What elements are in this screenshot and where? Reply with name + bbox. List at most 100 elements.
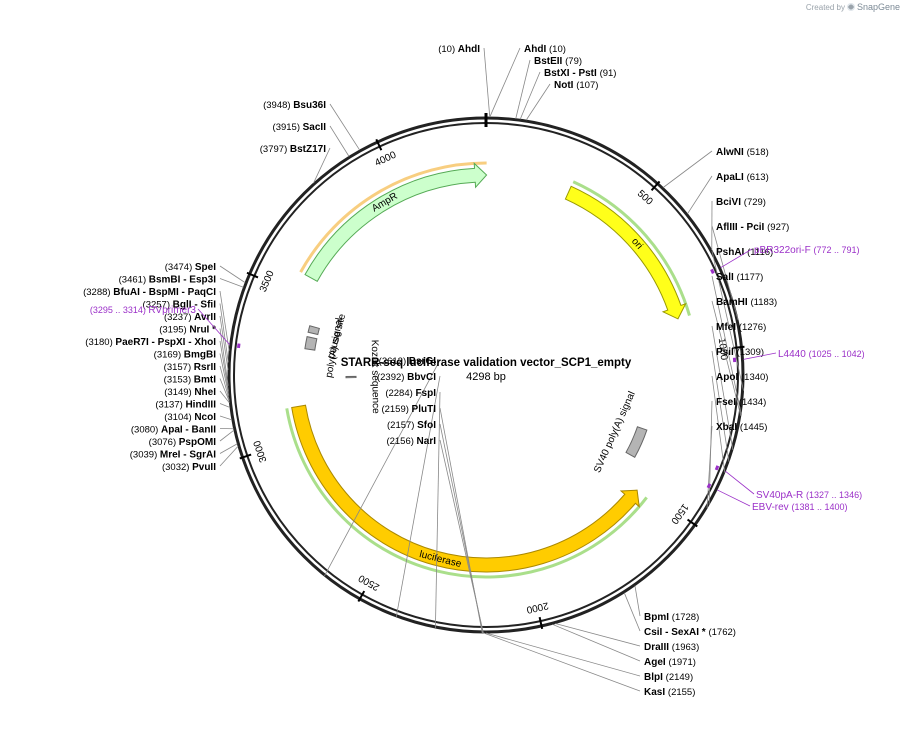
primer-label-l4440: L4440 (1025 .. 1042) bbox=[778, 349, 865, 360]
site-apai[interactable]: (3080) ApaI - BanII bbox=[131, 425, 234, 436]
plasmid-length: 4298 bp bbox=[466, 371, 506, 383]
site-ncoi[interactable]: (3104) NcoI bbox=[164, 412, 233, 423]
tick-label-2000: 2000 bbox=[525, 599, 550, 615]
feature-sv40-poly-a-signal[interactable]: SV40 poly(A) signal bbox=[592, 390, 648, 475]
site-apali[interactable]: ApaLI (613) bbox=[687, 172, 769, 215]
site-bsrgi[interactable]: (2612) BsrGI bbox=[324, 356, 441, 577]
site-pvuii[interactable]: (3032) PvuII bbox=[162, 446, 239, 473]
site-agei[interactable]: AgeI (1971) bbox=[552, 623, 696, 668]
site-sali[interactable]: SalI (1177) bbox=[711, 272, 763, 414]
site-bsu36i[interactable]: (3948) Bsu36I bbox=[263, 100, 361, 151]
site-bmti[interactable]: (3153) BmtI bbox=[164, 375, 230, 402]
site-label-agei: AgeI (1971) bbox=[644, 657, 696, 668]
tick-mark-2500 bbox=[357, 590, 366, 603]
site-label-apali: ApaLI (613) bbox=[716, 172, 769, 183]
site-label-nari: (2156) NarI bbox=[386, 436, 436, 447]
site-pspomi[interactable]: (3076) PspOMI bbox=[149, 429, 235, 448]
tick-label-4000: 4000 bbox=[373, 149, 398, 169]
site-noti[interactable]: NotI (107) bbox=[525, 80, 598, 121]
site-xbai[interactable]: XbaI (1445) bbox=[706, 422, 767, 509]
site-label-mfei: MfeI (1276) bbox=[716, 322, 766, 333]
tick-mark-500 bbox=[650, 180, 661, 192]
site-label-bsteii: BstEII (79) bbox=[534, 56, 582, 67]
site-label-sali: SalI (1177) bbox=[716, 272, 763, 283]
site-hindiii[interactable]: (3137) HindIII bbox=[155, 400, 231, 411]
site-rsrii[interactable]: (3157) RsrII bbox=[164, 362, 230, 401]
site-ahdi[interactable]: (10) AhdI bbox=[438, 44, 491, 118]
site-blpi[interactable]: BlpI (2149) bbox=[485, 632, 693, 683]
site-pshai[interactable]: PshAI (1116) bbox=[711, 247, 773, 391]
site-alwni[interactable]: AlwNI (518) bbox=[662, 147, 769, 188]
feature-ori[interactable]: ori bbox=[564, 180, 691, 320]
site-label-sfoi: (2157) SfoI bbox=[387, 420, 436, 431]
site-label-bgli: (3257) BglI - SfiI bbox=[143, 300, 217, 311]
tick-mark-3500 bbox=[246, 271, 259, 279]
primer-ebv-rev[interactable]: EBV-rev (1381 .. 1400) bbox=[706, 483, 848, 513]
site-afliii[interactable]: AflIII - PciI (927) bbox=[711, 222, 789, 320]
site-fspi[interactable]: (2284) FspI bbox=[385, 388, 441, 628]
site-nhei[interactable]: (3149) NheI bbox=[164, 387, 230, 404]
primer-sv40pa-r[interactable]: SV40pA-R (1327 .. 1346) bbox=[714, 465, 862, 501]
site-label-ncoi: (3104) NcoI bbox=[164, 412, 216, 423]
site-label-pvuii: (3032) PvuII bbox=[162, 462, 216, 473]
site-psii[interactable]: PsiI (1309) bbox=[711, 347, 764, 462]
primer-l4440[interactable]: L4440 (1025 .. 1042) bbox=[732, 349, 865, 363]
site-kasi[interactable]: KasI (2155) bbox=[483, 632, 696, 698]
site-label-bcivi: BciVI (729) bbox=[716, 197, 766, 208]
site-sfoi[interactable]: (2157) SfoI bbox=[387, 420, 484, 634]
site-label-hindiii: (3137) HindIII bbox=[155, 400, 216, 411]
branding: Created by SnapGene bbox=[806, 2, 900, 12]
primer-label-rvprimer3: (3295 .. 3314) RVprimer3 bbox=[90, 305, 197, 316]
site-bgli[interactable]: (3257) BglI - SfiI bbox=[143, 300, 229, 363]
site-bbvci[interactable]: (2392) BbvCI bbox=[377, 372, 441, 617]
tick-label-3500: 3500 bbox=[258, 269, 277, 294]
tick-mark-4000 bbox=[375, 138, 383, 151]
site-label-bmgbi: (3169) BmgBI bbox=[154, 350, 217, 361]
site-label-pluti: (2159) PluTI bbox=[381, 404, 436, 415]
site-label-bstxi: BstXI - PstI (91) bbox=[544, 68, 616, 79]
site-draiii[interactable]: DraIII (1963) bbox=[555, 623, 699, 653]
tick-mark-3000 bbox=[239, 453, 252, 460]
site-ahdi[interactable]: AhdI (10) bbox=[489, 44, 566, 118]
site-bfuai[interactable]: (3288) BfuAI - BspMI - PaqCI bbox=[83, 287, 230, 351]
site-sacii[interactable]: (3915) SacII bbox=[273, 122, 350, 157]
site-label-pshai: PshAI (1116) bbox=[716, 247, 773, 258]
site-paer7i[interactable]: (3180) PaeR7I - PspXI - XhoI bbox=[85, 337, 229, 392]
site-bsmbi[interactable]: (3461) BsmBI - Esp3I bbox=[119, 275, 244, 288]
site-csii[interactable]: CsiI - SexAI * (1762) bbox=[623, 592, 736, 638]
site-bamhi[interactable]: BamHI (1183) bbox=[711, 297, 777, 416]
site-label-layer: AhdI (10)BstEII (79)BstXI - PstI (91)Not… bbox=[83, 44, 865, 698]
site-bpmi[interactable]: BpmI (1728) bbox=[634, 585, 699, 623]
site-bsteii[interactable]: BstEII (79) bbox=[515, 56, 582, 119]
site-label-bsmbi: (3461) BsmBI - Esp3I bbox=[119, 275, 217, 286]
snapgene-logo-text: SnapGene bbox=[857, 2, 900, 12]
site-bmgbi[interactable]: (3169) BmgBI bbox=[154, 350, 230, 396]
site-label-psii: PsiI (1309) bbox=[716, 347, 764, 358]
site-mrei[interactable]: (3039) MreI - SgrAI bbox=[130, 443, 238, 461]
site-nari[interactable]: (2156) NarI bbox=[386, 436, 484, 634]
site-label-bpmi: BpmI (1728) bbox=[644, 612, 699, 623]
site-spei[interactable]: (3474) SpeI bbox=[165, 262, 246, 283]
tick-mark-1000 bbox=[732, 345, 745, 350]
site-label-apai: (3080) ApaI - BanII bbox=[131, 425, 216, 436]
site-label-spei: (3474) SpeI bbox=[165, 262, 216, 273]
primer-label-pbr322ori-f: pBR322ori-F (772 .. 791) bbox=[754, 245, 860, 256]
feature-label-kozak-sequence: Kozak sequence bbox=[369, 340, 381, 415]
feature-kozak-sequence[interactable]: Kozak sequence bbox=[345, 340, 381, 415]
site-apoi[interactable]: ApoI (1340) bbox=[711, 372, 768, 473]
site-nrui[interactable]: (3195) NruI * bbox=[159, 325, 229, 386]
feature-label-sv40-poly-a-signal: SV40 poly(A) signal bbox=[592, 390, 638, 475]
primer-label-sv40pa-r: SV40pA-R (1327 .. 1346) bbox=[756, 490, 862, 501]
site-bstxi[interactable]: BstXI - PstI (91) bbox=[519, 68, 616, 120]
feature-ampr[interactable]: AmpR bbox=[299, 161, 488, 283]
site-bstz17i[interactable]: (3797) BstZ17I bbox=[260, 144, 331, 184]
primer-pbr322ori-f[interactable]: pBR322ori-F (772 .. 791) bbox=[710, 245, 860, 275]
site-bcivi[interactable]: BciVI (729) bbox=[711, 197, 766, 251]
tick-label-3000: 3000 bbox=[252, 439, 270, 464]
site-label-afliii: AflIII - PciI (927) bbox=[716, 222, 789, 233]
primer-rvprimer3[interactable]: (3295 .. 3314) RVprimer3 bbox=[90, 305, 241, 349]
site-mfei[interactable]: MfeI (1276) bbox=[711, 322, 766, 450]
tick-label-1500: 1500 bbox=[668, 501, 690, 526]
